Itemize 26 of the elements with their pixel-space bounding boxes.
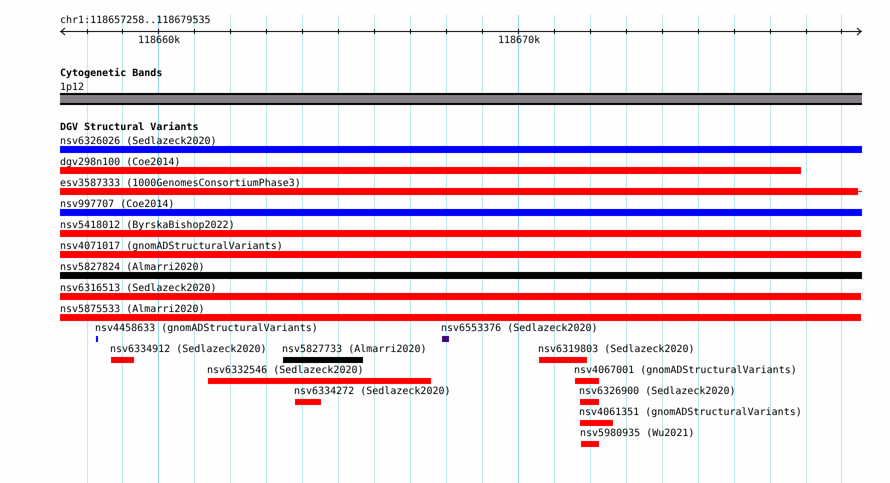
variant-label: nsv5875533 (Almarri2020) xyxy=(60,304,204,315)
variant-label: nsv5827733 (Almarri2020) xyxy=(282,344,426,355)
band-label: 1p12 xyxy=(60,82,84,93)
variant-label: nsv4071017 (gnomADStructuralVariants) xyxy=(60,241,283,252)
variant-label: dgv298n100 (Coe2014) xyxy=(60,157,180,168)
variant-label: nsv6326900 (Sedlazeck2020) xyxy=(579,386,736,397)
variant-label: nsv6316513 (Sedlazeck2020) xyxy=(60,283,217,294)
variant-label: nsv6553376 (Sedlazeck2020) xyxy=(441,323,598,334)
variant-label: nsv4458633 (gnomADStructuralVariants) xyxy=(95,323,318,334)
variant-label: nsv5418012 (ByrskaBishop2022) xyxy=(60,220,235,231)
variant-label: nsv997707 (Coe2014) xyxy=(60,199,174,210)
variant-label: nsv5980935 (Wu2021) xyxy=(580,428,694,439)
variant-label: nsv4067001 (gnomADStructuralVariants) xyxy=(574,365,797,376)
variant-label: nsv6332546 (Sedlazeck2020) xyxy=(207,365,364,376)
track-title: Cytogenetic Bands xyxy=(60,68,162,79)
variant-label: nsv4061351 (gnomADStructuralVariants) xyxy=(579,407,802,418)
ruler-range-text: chr1:118657258..118679535 xyxy=(60,15,211,26)
variant-label: nsv6319803 (Sedlazeck2020) xyxy=(538,344,695,355)
ruler-tick-label: 118670k xyxy=(498,35,540,46)
variant-label: esv3587333 (1000GenomesConsortiumPhase3) xyxy=(60,178,301,189)
variant-label: nsv6326026 (Sedlazeck2020) xyxy=(60,136,217,147)
ruler-tick-label: 118660k xyxy=(138,35,180,46)
track-title: DGV Structural Variants xyxy=(60,122,198,133)
variant-label: nsv6334912 (Sedlazeck2020) xyxy=(110,344,267,355)
variant-label: nsv5827824 (Almarri2020) xyxy=(60,262,204,273)
variant-label: nsv6334272 (Sedlazeck2020) xyxy=(294,386,451,397)
